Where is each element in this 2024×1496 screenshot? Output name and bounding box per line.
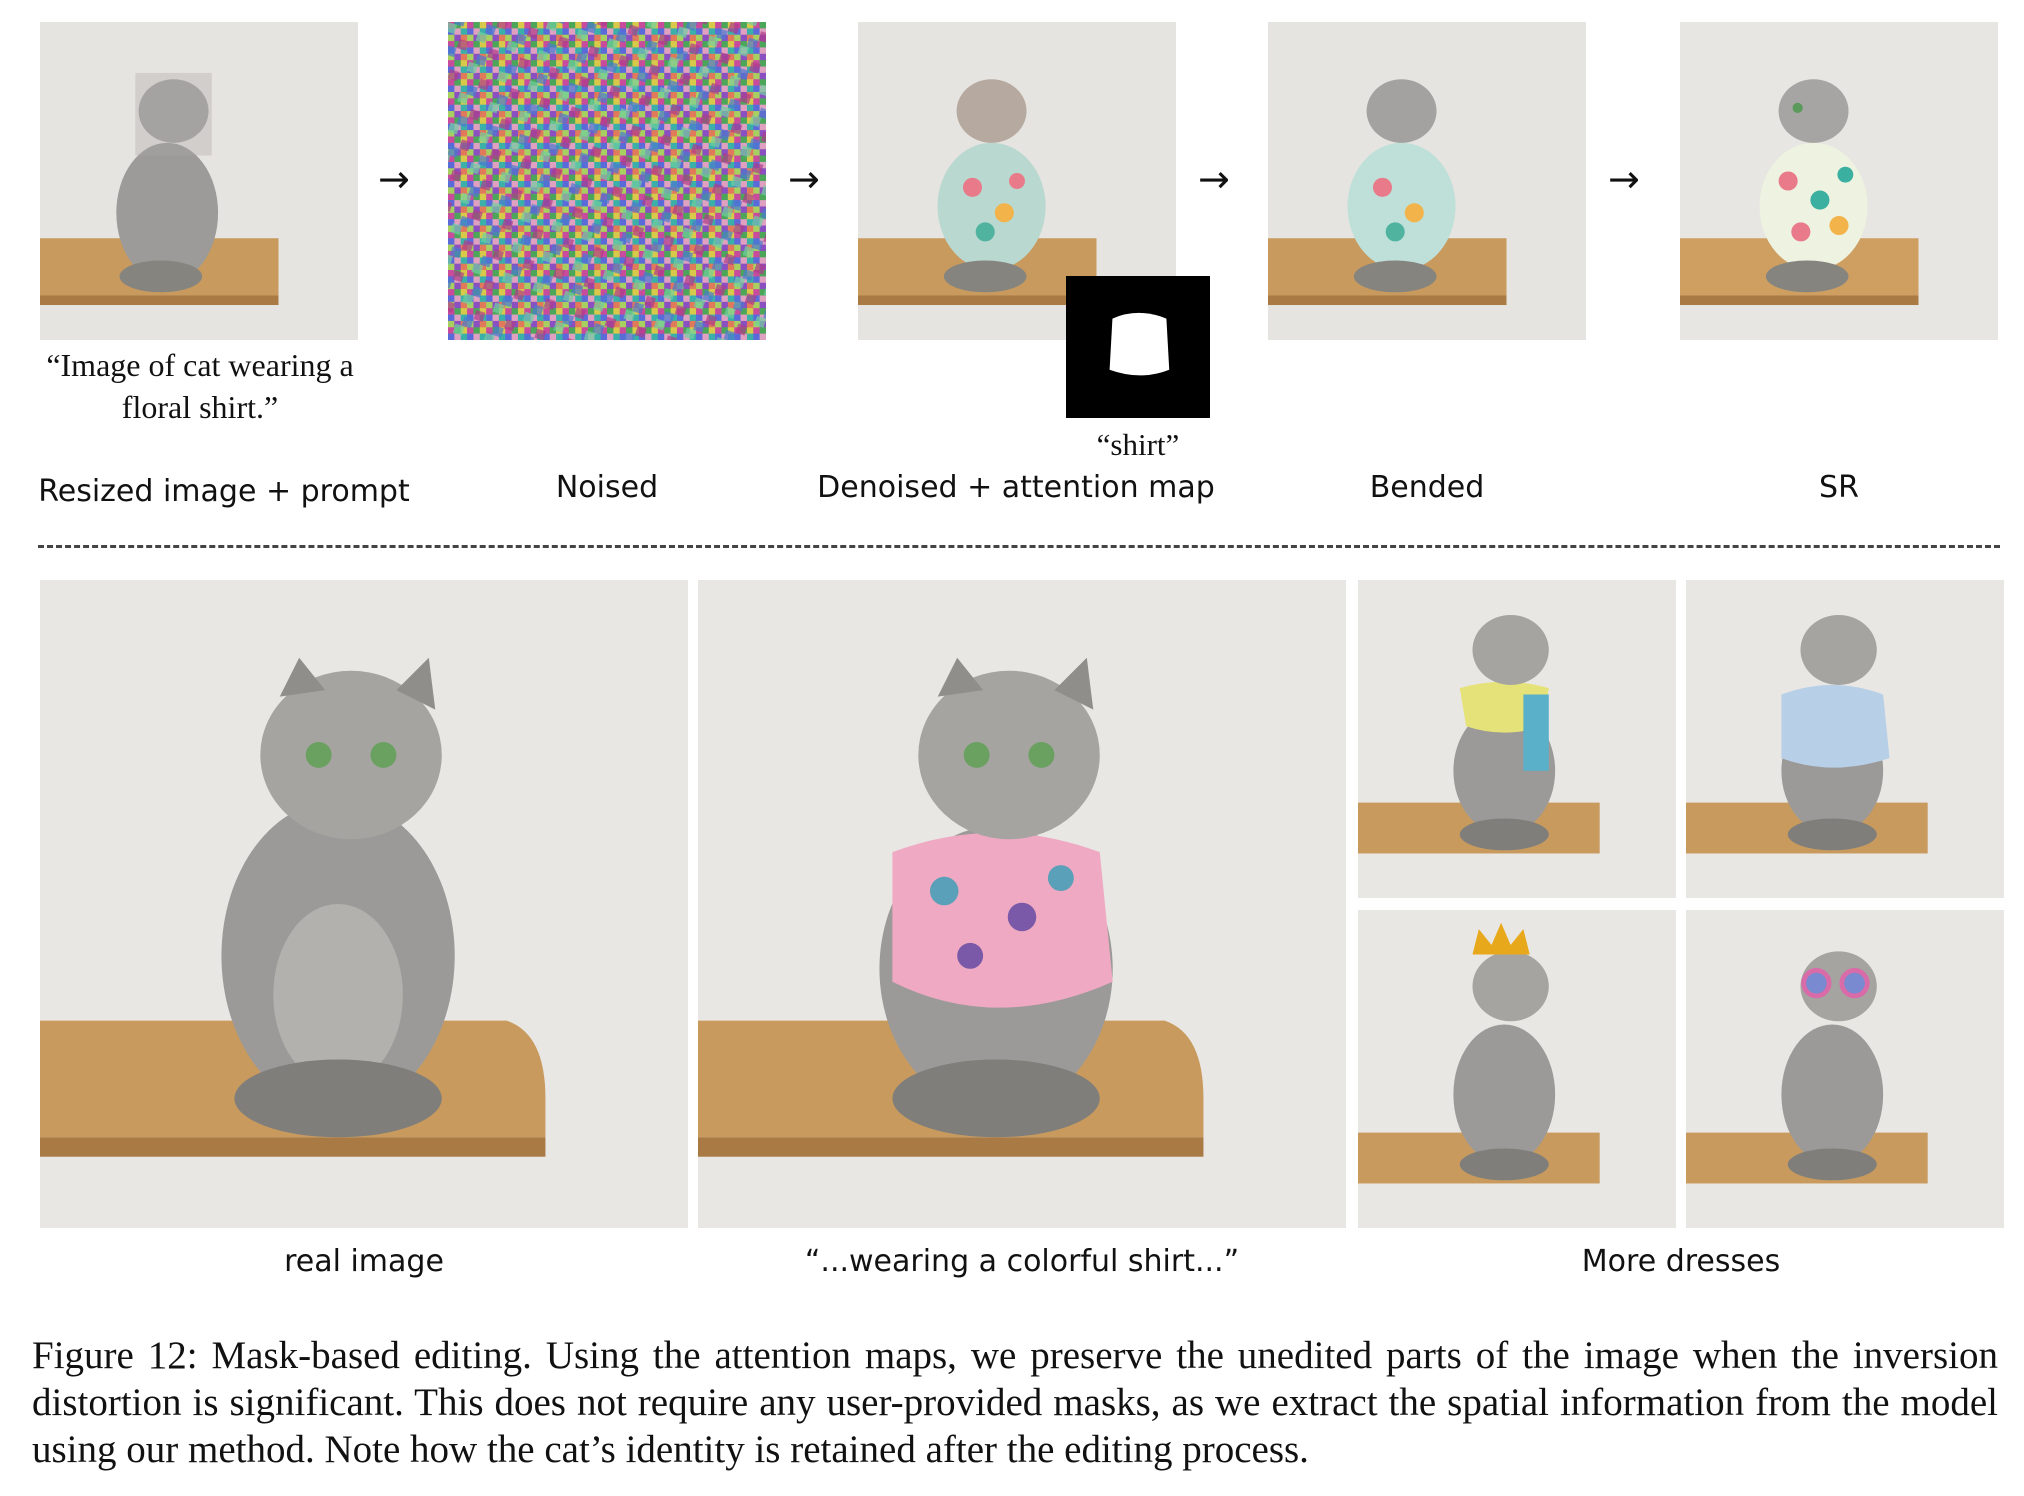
stage-label-sr: SR: [1819, 470, 1859, 505]
figure-caption: Figure 12: Mask-based editing. Using the…: [32, 1334, 1998, 1471]
section-divider: [38, 545, 2000, 548]
label-colorful-shirt: “...wearing a colorful shirt...”: [804, 1244, 1240, 1279]
label-real-image: real image: [284, 1244, 444, 1279]
resized-cat-image: [40, 22, 358, 340]
arrow-1: →: [378, 157, 410, 201]
mask-word: “shirt”: [1096, 427, 1180, 462]
cat-glasses-image: [1686, 910, 2004, 1228]
prompt-text: “Image of cat wearing a floral shirt.”: [46, 347, 354, 425]
edited-cat-image: [698, 580, 1346, 1228]
attention-mask: [1066, 276, 1210, 418]
arrow-3: →: [1198, 157, 1230, 201]
stage-label-noised: Noised: [555, 470, 659, 505]
label-more-dresses: More dresses: [1581, 1244, 1781, 1279]
sr-image: [1680, 22, 1998, 340]
arrow-4: →: [1608, 157, 1640, 201]
cat-scarf-image: [1358, 580, 1676, 898]
bended-image: [1268, 22, 1586, 340]
noised-image: [448, 22, 766, 340]
cat-blue-shirt-image: [1686, 580, 2004, 898]
stage-label-denoised: Denoised + attention map: [817, 470, 1215, 505]
stage-label-resized: Resized image + prompt: [38, 474, 410, 509]
cat-crown-image: [1358, 910, 1676, 1228]
stage-label-bended: Bended: [1369, 470, 1485, 505]
arrow-2: →: [788, 157, 820, 201]
real-cat-image: [40, 580, 688, 1228]
